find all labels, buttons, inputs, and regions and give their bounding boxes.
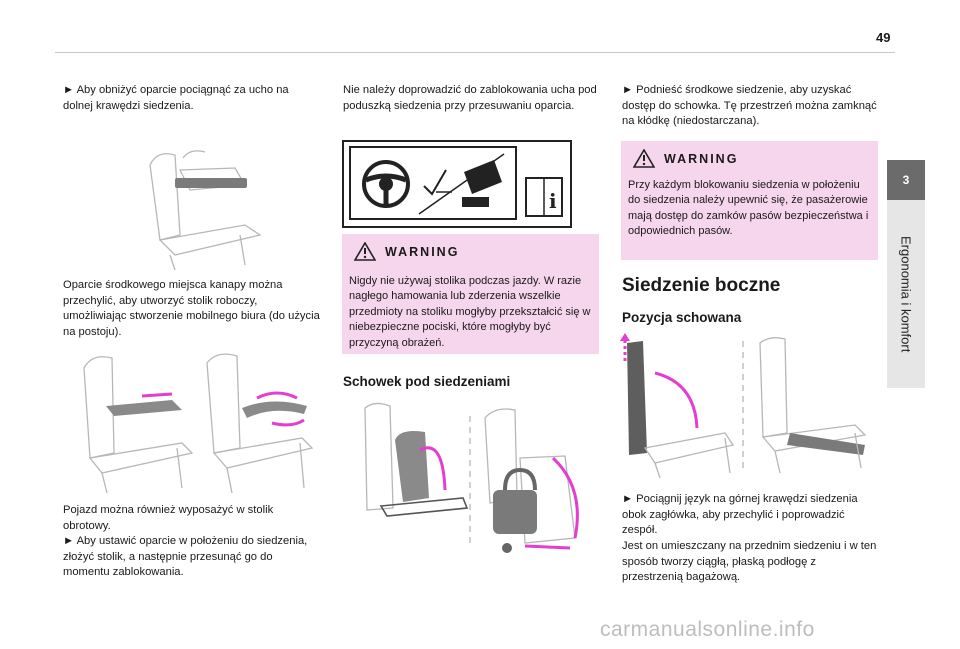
col1-paragraph-3: Pojazd można również wyposażyć w stolik … [63, 504, 274, 532]
warning-triangle-icon [354, 242, 376, 261]
warning-text: Przy każdym blokowaniu siedzenia w położ… [628, 179, 869, 238]
chapter-tab-title: Ergonomia i komfort [898, 235, 914, 353]
header-divider [55, 52, 895, 53]
seat-table-icon [462, 160, 502, 207]
warning-triangle-icon [633, 149, 655, 168]
col2-paragraph-1: Nie należy doprowadzić do zablokowania u… [343, 84, 597, 112]
padlock-icon [493, 467, 537, 553]
watermark: carmanualsonline.info [600, 618, 815, 641]
side-seat-heading: Siedzenie boczne [622, 275, 781, 296]
warning-box-seatbelt: WARNING Przy każdym blokowaniu siedzenia… [621, 141, 878, 260]
chapter-tab-title-wrap: Ergonomia i komfort [887, 200, 925, 388]
col3-paragraph-2: ► Pociągnij język na górnej krawędzi sie… [622, 493, 858, 537]
under-seat-storage-illustration [364, 402, 579, 553]
storage-heading: Schowek pod siedzeniami [343, 374, 511, 389]
pictogram-frame: i [342, 140, 572, 228]
col3-paragraph-3: Jest on umieszczany na przednim siedzeni… [622, 540, 877, 584]
warning-text: Nigdy nie używaj stolika podczas jazdy. … [349, 275, 591, 349]
side-seat-stow-illustration [620, 333, 867, 479]
chapter-tab-number[interactable]: 3 [887, 160, 925, 200]
check-icon [423, 169, 447, 196]
steering-wheel-icon [362, 160, 410, 208]
warning-title: WARNING [385, 245, 460, 259]
chapter-tab-bar [887, 200, 925, 388]
page-number: 49 [876, 30, 891, 45]
stowed-position-heading: Pozycja schowana [622, 310, 742, 325]
seat-table-illustration [149, 150, 262, 271]
warning-box-table: WARNING Nigdy nie używaj stolika podczas… [342, 234, 599, 354]
col1-paragraph-4: ► Aby ustawić oparcie w położeniu do sie… [63, 535, 308, 579]
svg-text:i: i [549, 189, 557, 213]
col3-paragraph-1: ► Podnieść środkowe siedzenie, aby uzysk… [622, 84, 877, 128]
warning-title: WARNING [664, 152, 739, 166]
swivel-table-illustration [83, 353, 314, 494]
col1-paragraph-1: ► Aby obniżyć oparcie pociągnąć za ucho … [63, 84, 289, 112]
col1-paragraph-2: Oparcie środkowego miejsca kanapy można … [63, 279, 320, 338]
